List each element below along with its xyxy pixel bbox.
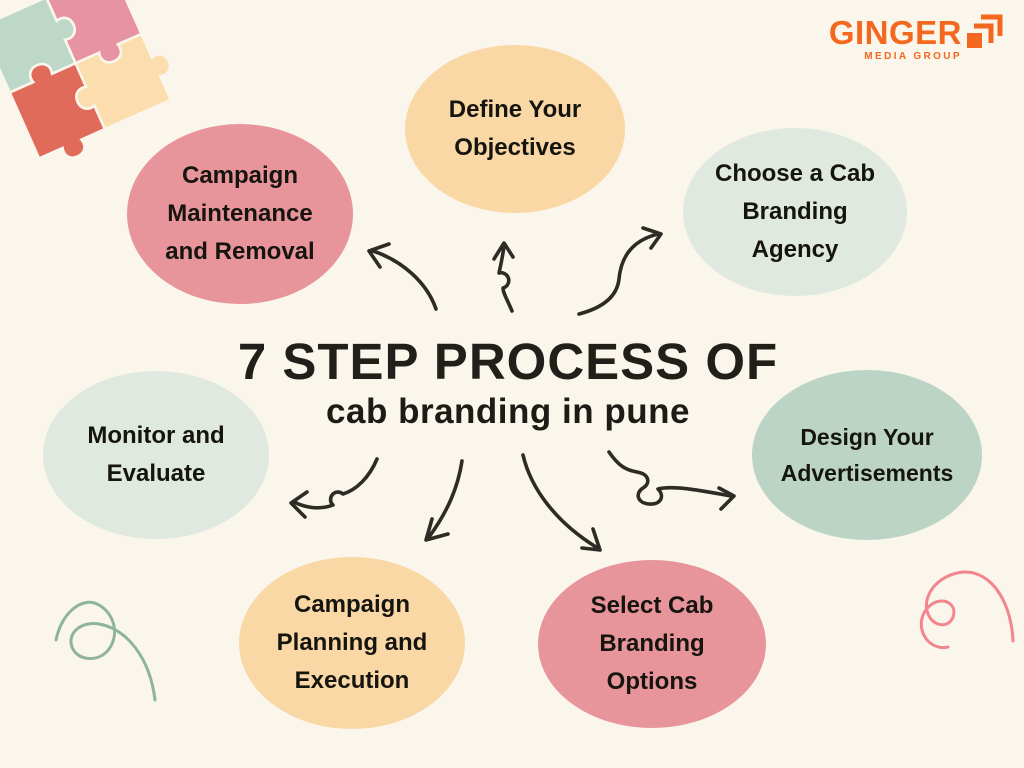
title-block: 7 STEP PROCESS OF cab branding in pune bbox=[0, 334, 1016, 432]
arrow-to-agency bbox=[577, 232, 660, 316]
step-bubble-campaign-planning: Campaign Planning and Execution bbox=[239, 557, 465, 729]
step-label: Monitor and Evaluate bbox=[87, 422, 225, 487]
step-label: Campaign Planning and Execution bbox=[276, 591, 428, 694]
arrowhead-design bbox=[717, 486, 736, 511]
brand-name: GINGER bbox=[828, 14, 962, 51]
arrow-to-monitor bbox=[292, 457, 379, 510]
arrowhead-select bbox=[580, 527, 602, 552]
arrowhead-planning bbox=[424, 517, 450, 542]
arrowhead-monitor bbox=[289, 490, 309, 519]
step-label: Define Your Objectives bbox=[448, 96, 582, 161]
step-bubble-choose-agency: Choose a Cab Branding Agency bbox=[683, 128, 907, 296]
step-bubble-design-advertisements: Design Your Advertisements bbox=[752, 370, 982, 540]
step-label: Choose a Cab Branding Agency bbox=[714, 160, 876, 263]
arrow-to-define bbox=[497, 244, 514, 313]
brand-tagline: MEDIA GROUP bbox=[864, 51, 962, 62]
logo-square bbox=[967, 33, 982, 48]
arrow-to-design bbox=[607, 450, 733, 506]
step-bubble-select-options: Select Cab Branding Options bbox=[538, 560, 766, 728]
step-bubble-monitor-evaluate: Monitor and Evaluate bbox=[43, 371, 269, 539]
step-label: Select Cab Branding Options bbox=[590, 592, 714, 695]
step-label: Design Your Advertisements bbox=[780, 423, 954, 486]
puzzle-piece-peach bbox=[73, 32, 173, 131]
puzzle-icon bbox=[0, 0, 173, 161]
squiggle-green bbox=[54, 600, 157, 702]
page-subtitle: cab branding in pune bbox=[326, 392, 690, 432]
squiggle-pink bbox=[919, 570, 1015, 650]
puzzle-piece-coral bbox=[8, 61, 107, 161]
arrow-to-planning bbox=[427, 459, 464, 539]
arrowhead-agency bbox=[641, 226, 663, 250]
brand-logo-icon bbox=[967, 14, 1003, 48]
step-bubble-campaign-maintenance: Campaign Maintenance and Removal bbox=[127, 124, 353, 304]
arrowhead-define bbox=[492, 241, 515, 261]
step-bubble-define-objectives: Define Your Objectives bbox=[405, 45, 625, 213]
puzzle-piece-pink bbox=[44, 0, 144, 65]
arrow-to-select bbox=[521, 453, 598, 549]
logo-chevrons bbox=[974, 14, 1003, 43]
puzzle-piece-green bbox=[0, 0, 78, 95]
step-label: Campaign Maintenance and Removal bbox=[165, 162, 315, 265]
brand-logo: GINGER MEDIA GROUP bbox=[829, 16, 962, 62]
arrowhead-maintenance bbox=[367, 242, 391, 269]
page-title: 7 STEP PROCESS OF bbox=[237, 333, 779, 390]
arrow-to-maintenance bbox=[371, 249, 438, 311]
